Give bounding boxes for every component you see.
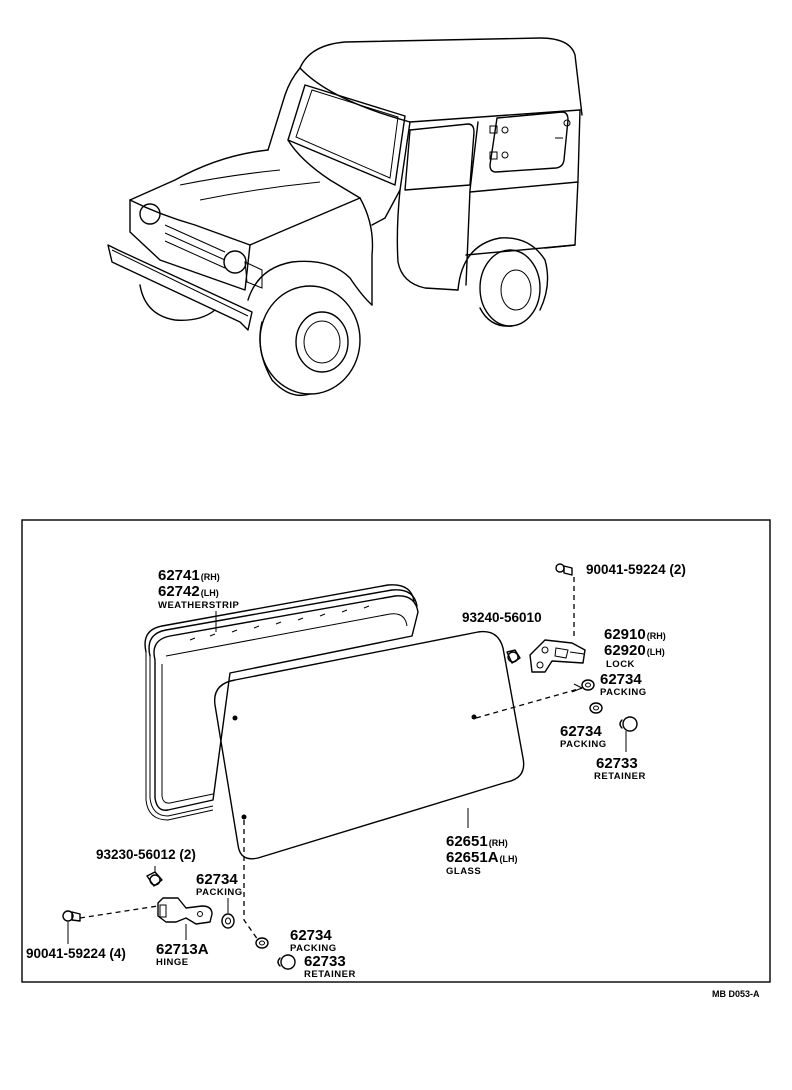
weatherstrip-label-lh: 62742(LH) (158, 583, 219, 600)
packing-lock-1-name: PACKING (600, 687, 647, 698)
bolt-hinge-label: 93230-56012 (2) (96, 847, 196, 862)
leader-glass-to-hinge (243, 820, 259, 941)
packing-hinge-1-pn: 62734 (196, 871, 238, 888)
bolt-lock-icon (506, 649, 521, 664)
retainer-hinge-name: RETAINER (304, 969, 356, 980)
glass-label-rh: 62651(RH) (446, 833, 508, 850)
packing-lock-1-icon (581, 679, 595, 691)
packing-lock-2-pn: 62734 (560, 723, 602, 740)
packing-hinge-2-name: PACKING (290, 943, 337, 954)
lock-name: LOCK (606, 659, 635, 670)
packing-lock-2-icon (589, 702, 603, 714)
hinge-part (157, 897, 213, 925)
glass-label-lh: 62651A(LH) (446, 849, 518, 866)
screw-hinge-label: 90041-59224 (4) (26, 946, 126, 961)
vehicle-illustration (107, 37, 583, 397)
packing-hinge-1-name: PACKING (196, 887, 243, 898)
weatherstrip-name: WEATHERSTRIP (158, 600, 239, 611)
screw-top-icon (555, 563, 573, 576)
leader-glass-to-lock (475, 687, 583, 719)
retainer-lock-icon (619, 716, 638, 732)
packing-lock-1-pn: 62734 (600, 671, 642, 688)
bolt-hinge-icon (146, 871, 163, 887)
retainer-hinge-icon (277, 954, 296, 970)
retainer-hinge-pn: 62733 (304, 953, 346, 970)
bolt-lock-label: 93240-56010 (462, 610, 542, 625)
weatherstrip-frame (144, 584, 419, 821)
packing-hinge-2-pn: 62734 (290, 927, 332, 944)
parts-frame (21, 519, 771, 983)
lock-assembly (529, 639, 586, 673)
lock-label-rh: 62910(RH) (604, 626, 666, 643)
lock-label-lh: 62920(LH) (604, 642, 665, 659)
glass-panel (213, 630, 525, 860)
hinge-pn: 62713A (156, 941, 209, 958)
weatherstrip-label-rh: 62741(RH) (158, 567, 220, 584)
glass-name: GLASS (446, 866, 481, 877)
packing-hinge-1-icon (221, 913, 235, 929)
hinge-name: HINGE (156, 957, 189, 968)
packing-lock-2-name: PACKING (560, 739, 607, 750)
leader-screw-hinge (79, 905, 159, 919)
packing-hinge-2-icon (255, 937, 269, 949)
drawing-code: MB D053-A (712, 989, 760, 999)
screw-hinge-icon (62, 910, 81, 922)
screw-top-label: 90041-59224 (2) (586, 562, 686, 577)
retainer-lock-name: RETAINER (594, 771, 646, 782)
retainer-lock-pn: 62733 (596, 755, 638, 772)
